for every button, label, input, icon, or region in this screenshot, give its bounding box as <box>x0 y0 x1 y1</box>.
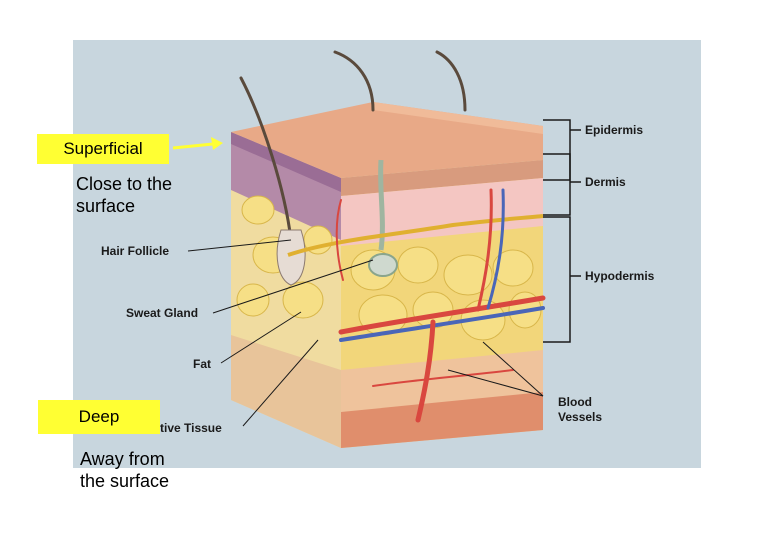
deep-description-line2: the surface <box>80 470 169 492</box>
superficial-description-line2: surface <box>76 195 172 217</box>
label-hypodermis: Hypodermis <box>585 269 654 283</box>
label-connective-tissue: tive Tissue <box>160 421 222 435</box>
deep-highlight-label: Deep <box>38 400 160 434</box>
superficial-highlight-label: Superficial <box>37 134 169 164</box>
label-dermis: Dermis <box>585 175 626 189</box>
superficial-description-line1: Close to the <box>76 173 172 195</box>
deep-description-line1: Away from <box>80 448 169 470</box>
label-epidermis: Epidermis <box>585 123 643 137</box>
label-fat: Fat <box>193 357 211 371</box>
label-blood-vessels-line1: Blood <box>558 395 602 410</box>
label-blood-vessels: Blood Vessels <box>558 395 602 425</box>
deep-description: Away from the surface <box>80 448 169 492</box>
label-sweat-gland: Sweat Gland <box>126 306 198 320</box>
label-hair-follicle: Hair Follicle <box>101 244 169 258</box>
superficial-description: Close to the surface <box>76 173 172 217</box>
label-blood-vessels-line2: Vessels <box>558 410 602 425</box>
